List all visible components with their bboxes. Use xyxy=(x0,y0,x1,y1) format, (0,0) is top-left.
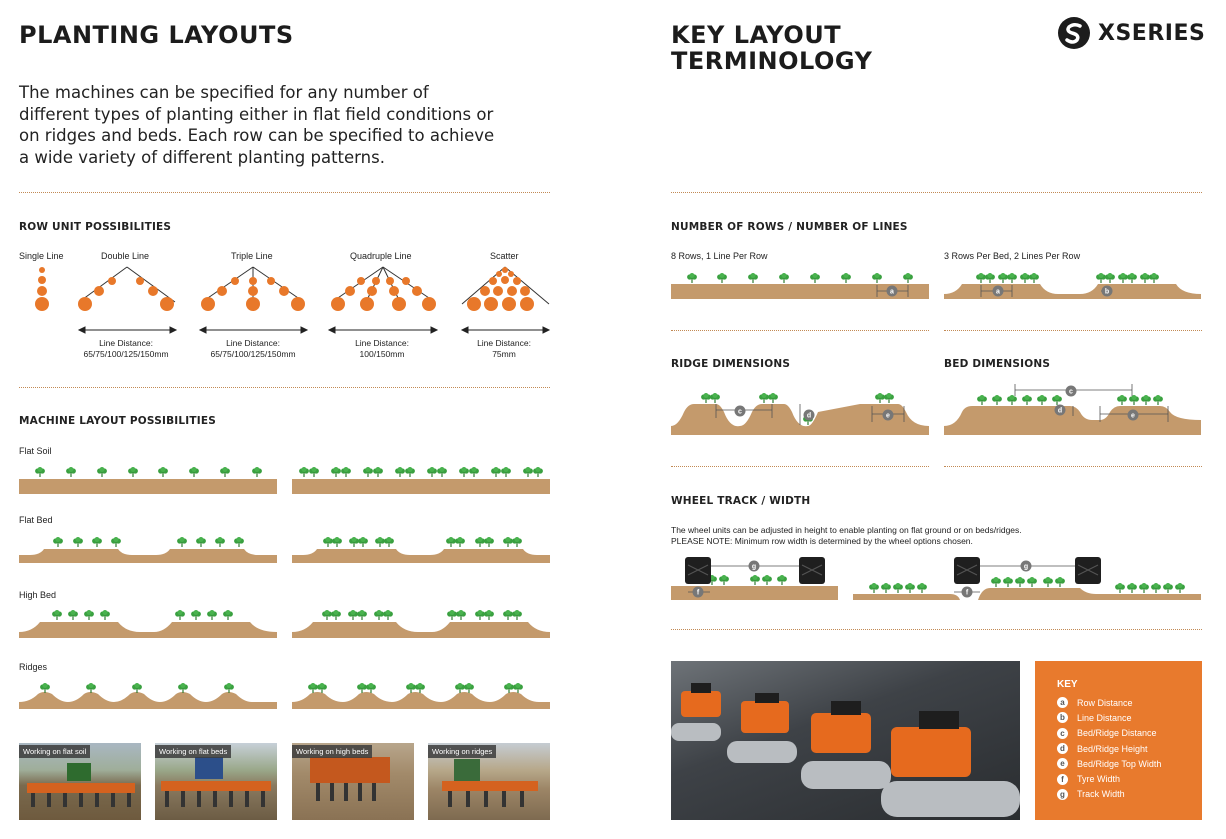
rows-lines-left-caption: 8 Rows, 1 Line Per Row xyxy=(671,251,768,261)
photo-high-beds: Working on high beds xyxy=(292,743,414,820)
divider xyxy=(671,629,1202,630)
ridge-dimensions-heading: RIDGE DIMENSIONS xyxy=(671,358,791,370)
divider xyxy=(671,466,929,467)
machine-layout-diagrams xyxy=(19,467,550,709)
divider xyxy=(19,192,550,193)
brand-logo: XSERIES xyxy=(1058,17,1205,49)
line-distance-triple: Line Distance: 65/75/100/125/150mm xyxy=(210,338,296,359)
row-unit-label-scatter: Scatter xyxy=(490,251,519,261)
terminology-diagrams: a a b c d e c d e g g f f xyxy=(671,273,1201,600)
svg-text:a: a xyxy=(996,289,1000,296)
svg-text:f: f xyxy=(966,590,969,597)
divider xyxy=(19,387,550,388)
svg-text:c: c xyxy=(738,409,742,416)
svg-text:b: b xyxy=(1105,289,1109,296)
svg-text:g: g xyxy=(752,564,756,571)
svg-text:f: f xyxy=(697,590,700,597)
brand-name: XSERIES xyxy=(1098,20,1206,46)
key-badge-icon: g xyxy=(1057,788,1068,800)
svg-text:e: e xyxy=(1131,413,1135,420)
divider xyxy=(671,330,929,331)
row-unit-label-double: Double Line xyxy=(101,251,150,261)
photo-art xyxy=(310,757,390,801)
bed-dimensions-heading: BED DIMENSIONS xyxy=(944,358,1051,370)
row-unit-label-triple: Triple Line xyxy=(231,251,273,261)
divider xyxy=(671,192,1202,193)
wheel-text-2: PLEASE NOTE: Minimum row width is determ… xyxy=(671,536,973,546)
photo-flat-soil: Working on flat soil xyxy=(19,743,141,820)
photo-tag: Working on flat soil xyxy=(19,745,91,758)
svg-text:d: d xyxy=(807,413,811,420)
line-distance-quadruple: Line Distance: 100/150mm xyxy=(355,338,409,359)
row-unit-diagrams xyxy=(35,266,551,334)
xseries-logo-icon xyxy=(1058,17,1090,49)
photo-tag: Working on ridges xyxy=(428,745,497,758)
svg-text:g: g xyxy=(1024,564,1028,571)
key-badge-icon: b xyxy=(1057,712,1068,724)
layout-label-ridges: Ridges xyxy=(19,662,48,672)
divider xyxy=(944,466,1202,467)
layout-label-flat-soil: Flat Soil xyxy=(19,446,52,456)
svg-text:e: e xyxy=(886,413,890,420)
key-badge-icon: c xyxy=(1057,727,1068,739)
divider xyxy=(944,330,1202,331)
line-distance-scatter: Line Distance: 75mm xyxy=(477,338,531,359)
page-title-left: PLANTING LAYOUTS xyxy=(19,21,294,49)
row-unit-label-single: Single Line xyxy=(19,251,64,261)
photo-art xyxy=(442,759,538,807)
row-unit-label-quadruple: Quadruple Line xyxy=(350,251,412,261)
key-badge-icon: f xyxy=(1057,773,1068,785)
layout-label-high-bed: High Bed xyxy=(19,590,57,600)
photo-ridges: Working on ridges xyxy=(428,743,550,820)
photo-tag: Working on high beds xyxy=(292,745,373,758)
svg-text:d: d xyxy=(1058,408,1062,415)
key-badge-icon: e xyxy=(1057,758,1068,770)
row-units-heading: ROW UNIT POSSIBILITIES xyxy=(19,221,172,233)
key-badge-icon: a xyxy=(1057,697,1068,709)
layout-label-flat-bed: Flat Bed xyxy=(19,515,53,525)
line-distance-double: Line Distance: 65/75/100/125/150mm xyxy=(83,338,169,359)
photo-row-units xyxy=(671,661,1020,820)
machine-layouts-heading: MACHINE LAYOUT POSSIBILITIES xyxy=(19,415,216,427)
photo-flat-beds: Working on flat beds xyxy=(155,743,277,820)
key-badge-icon: d xyxy=(1057,743,1068,755)
photo-art xyxy=(161,757,271,807)
intro-text: The machines can be specified for any nu… xyxy=(19,83,495,167)
photo-tag: Working on flat beds xyxy=(155,745,232,758)
svg-text:a: a xyxy=(890,289,894,296)
photo-art xyxy=(671,683,1020,817)
rows-lines-right-caption: 3 Rows Per Bed, 2 Lines Per Row xyxy=(944,251,1081,261)
page-title-right: KEY LAYOUT TERMINOLOGY xyxy=(671,21,873,75)
wheel-track-heading: WHEEL TRACK / WIDTH xyxy=(671,495,811,507)
svg-text:c: c xyxy=(1069,389,1073,396)
photo-art xyxy=(27,763,135,807)
rows-lines-heading: NUMBER OF ROWS / NUMBER OF LINES xyxy=(671,221,908,233)
wheel-text-1: The wheel units can be adjusted in heigh… xyxy=(671,525,1022,535)
key-title: KEY xyxy=(1057,679,1078,690)
